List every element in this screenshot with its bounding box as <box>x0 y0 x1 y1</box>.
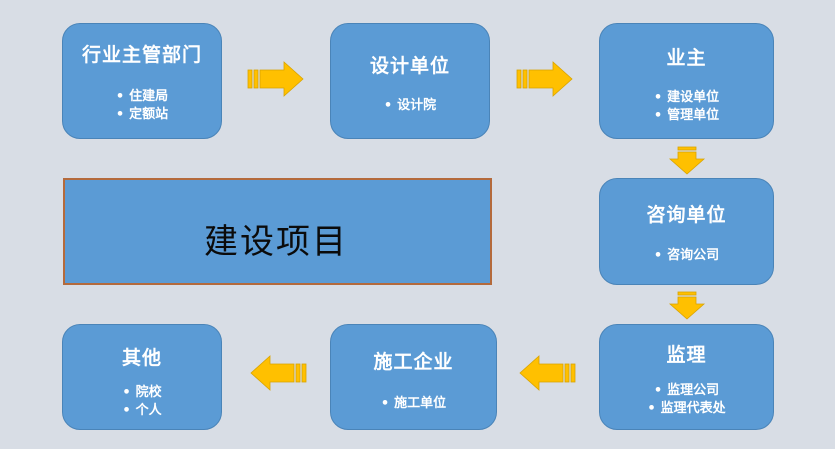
node-design: 设计单位 设计院 <box>330 23 490 139</box>
node-supervision-item: 监理代表处 <box>600 400 773 418</box>
node-consulting-title: 咨询单位 <box>646 204 727 226</box>
node-design-list: 设计院 <box>331 97 489 115</box>
node-supervision-list: 监理公司 监理代表处 <box>600 382 773 418</box>
arrow-construction-to-others <box>250 355 307 391</box>
node-construction-item: 施工单位 <box>331 395 496 413</box>
node-design-title: 设计单位 <box>369 55 450 77</box>
arrow-owner-to-consulting <box>668 146 706 175</box>
node-construction-title: 施工企业 <box>373 351 454 373</box>
arrow-supervision-to-construction <box>519 355 576 391</box>
node-industry: 行业主管部门 住建局 定额站 <box>62 23 222 139</box>
node-supervision: 监理 监理公司 监理代表处 <box>599 324 774 430</box>
node-owner: 业主 建设单位 管理单位 <box>599 23 774 139</box>
node-others-item: 个人 <box>63 402 221 420</box>
node-consulting-item: 咨询公司 <box>600 247 773 265</box>
node-owner-list: 建设单位 管理单位 <box>600 89 773 125</box>
node-others: 其他 院校 个人 <box>62 324 222 430</box>
node-industry-item: 住建局 <box>63 88 221 106</box>
node-construction: 施工企业 施工单位 <box>330 324 497 430</box>
node-others-item: 院校 <box>63 384 221 402</box>
node-industry-title: 行业主管部门 <box>81 44 202 66</box>
node-owner-title: 业主 <box>666 47 707 69</box>
block-arrow-icon <box>668 291 706 320</box>
block-arrow-icon <box>516 61 573 97</box>
project-title: 建设项目 <box>204 222 348 262</box>
node-others-title: 其他 <box>121 347 162 369</box>
node-supervision-title: 监理 <box>666 344 707 366</box>
block-arrow-icon <box>668 146 706 175</box>
node-owner-item: 管理单位 <box>600 107 773 125</box>
node-owner-item: 建设单位 <box>600 89 773 107</box>
arrow-consulting-to-supervision <box>668 291 706 320</box>
node-consulting: 咨询单位 咨询公司 <box>599 178 774 285</box>
node-construction-list: 施工单位 <box>331 395 496 413</box>
node-supervision-item: 监理公司 <box>600 382 773 400</box>
node-consulting-list: 咨询公司 <box>600 247 773 265</box>
block-arrow-icon <box>519 355 576 391</box>
block-arrow-icon <box>247 61 304 97</box>
arrow-industry-to-design <box>247 61 304 97</box>
node-industry-item: 定额站 <box>63 106 221 124</box>
node-design-item: 设计院 <box>331 97 489 115</box>
node-others-list: 院校 个人 <box>63 384 221 420</box>
block-arrow-icon <box>250 355 307 391</box>
node-industry-list: 住建局 定额站 <box>63 88 221 124</box>
project-box: 建设项目 <box>63 178 492 285</box>
arrow-design-to-owner <box>516 61 573 97</box>
